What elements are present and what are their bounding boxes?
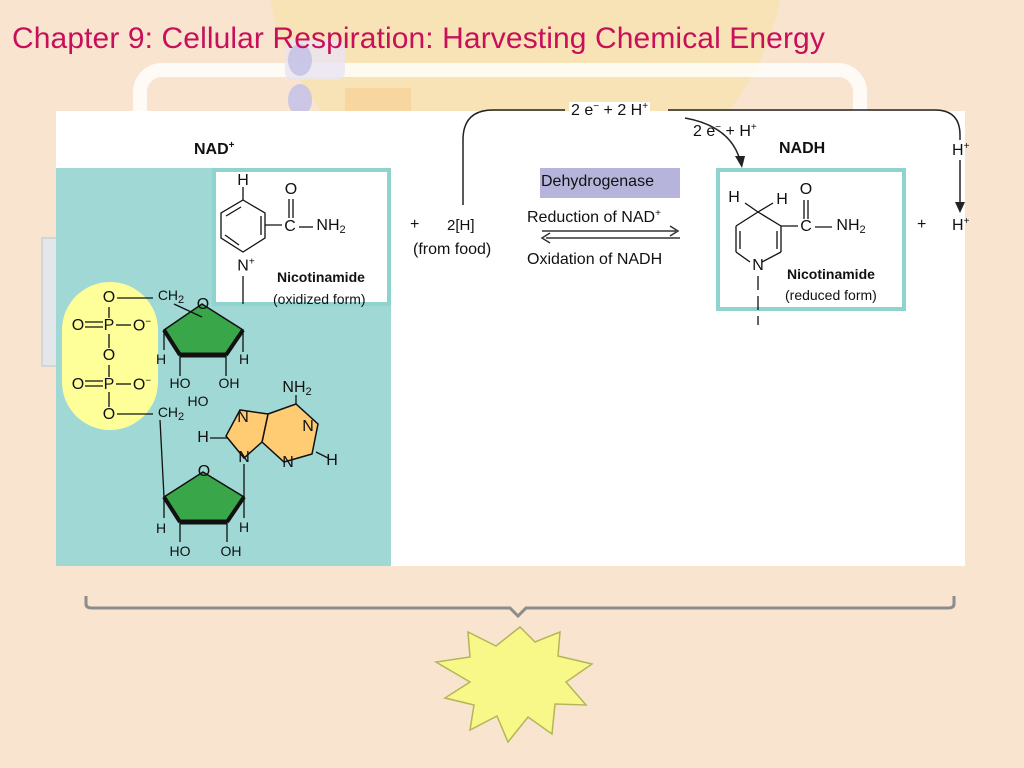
atom-o: O — [799, 181, 813, 198]
h-ion-released: H+ — [952, 216, 970, 234]
ribose-lower-right-edge — [225, 495, 246, 524]
atom-h: H — [238, 351, 250, 367]
atom-h: H — [155, 351, 167, 367]
from-food-label: (from food) — [413, 241, 492, 258]
top-transfer-label: 2 e− + 2 H+ — [569, 101, 651, 119]
atom-oh: OH — [220, 543, 242, 559]
bottom-bracket — [84, 596, 956, 619]
atom-nh2: NH2 — [836, 217, 866, 236]
atom-ho: HO — [169, 375, 191, 391]
atom-ch2: CH2 — [157, 404, 185, 423]
atom-h: H — [326, 452, 338, 469]
atom-o: O — [71, 317, 85, 334]
atom-o: O — [284, 181, 298, 198]
atom-h: H — [197, 429, 209, 446]
inner-transfer-label: 2 e− + H+ — [693, 122, 757, 140]
atom-n: N — [282, 454, 294, 471]
dehydrogenase-box — [540, 168, 680, 198]
adenine-purine-five-ring — [225, 409, 269, 460]
background-watermark-oval-2 — [288, 84, 312, 116]
atom-o-minus: O− — [132, 316, 152, 335]
atom-n: N — [237, 409, 249, 426]
atom-n: N — [752, 257, 764, 274]
arrow-heads — [735, 156, 965, 213]
ribose-upper-left-edge — [162, 328, 182, 357]
nad-oxidized-label: NAD+ — [194, 140, 235, 158]
atom-c: C — [284, 218, 296, 235]
ribose-upper-right-edge — [224, 328, 245, 357]
plus-sign-right: + — [917, 216, 927, 233]
nicotinamide-reduced-frame — [716, 168, 906, 311]
atom-n: N — [302, 418, 314, 435]
ribose-lower-left-edge — [162, 495, 182, 524]
atom-o: O — [102, 289, 116, 306]
slide-title: Chapter 9: Cellular Respiration: Harvest… — [12, 22, 825, 55]
atom-h: H — [776, 191, 788, 208]
hydrogen-pair-label: 2[H] — [447, 217, 475, 234]
molecule-bonds — [85, 187, 832, 542]
atom-n-plus: N+ — [237, 256, 255, 275]
nadh-label: NADH — [779, 140, 826, 157]
reduction-label: Reduction of NAD+ — [527, 208, 661, 226]
atom-ho: HO — [187, 393, 209, 409]
energy-starburst — [433, 625, 594, 744]
atom-h: H — [728, 189, 740, 206]
atom-n: N — [238, 449, 250, 466]
atom-nh2: NH2 — [282, 379, 312, 398]
oxidation-label: Oxidation of NADH — [527, 251, 663, 268]
atom-o-minus: O− — [132, 375, 152, 394]
atom-h: H — [238, 519, 250, 535]
atom-o: O — [102, 347, 116, 364]
nicotinamide-oxidized-name: Nicotinamide — [277, 269, 365, 285]
reaction-arrows — [540, 225, 680, 244]
background-watermark-oval-1 — [288, 44, 312, 76]
atom-h: H — [237, 172, 249, 189]
plus-sign-left: + — [410, 216, 420, 233]
atom-ho: HO — [169, 543, 191, 559]
atom-ch2: CH2 — [157, 287, 185, 306]
atom-p: P — [103, 376, 115, 393]
atom-o: O — [197, 463, 211, 480]
atom-oh: OH — [218, 375, 240, 391]
atom-h: H — [155, 520, 167, 536]
atom-nh2: NH2 — [316, 217, 346, 236]
atom-c: C — [800, 218, 812, 235]
nicotinamide-oxidized-form: (oxidized form) — [273, 291, 366, 307]
dehydrogenase-label: Dehydrogenase — [541, 173, 654, 190]
nicotinamide-reduced-form: (reduced form) — [785, 287, 877, 303]
atom-o: O — [102, 406, 116, 423]
electron-transfer-paths — [462, 109, 961, 205]
phosphate-group-highlight — [62, 282, 158, 430]
nicotinamide-reduced-name: Nicotinamide — [787, 266, 875, 282]
atom-o: O — [71, 376, 85, 393]
atom-p: P — [103, 317, 115, 334]
h-ion-top: H+ — [952, 141, 970, 159]
atom-o: O — [196, 296, 210, 313]
